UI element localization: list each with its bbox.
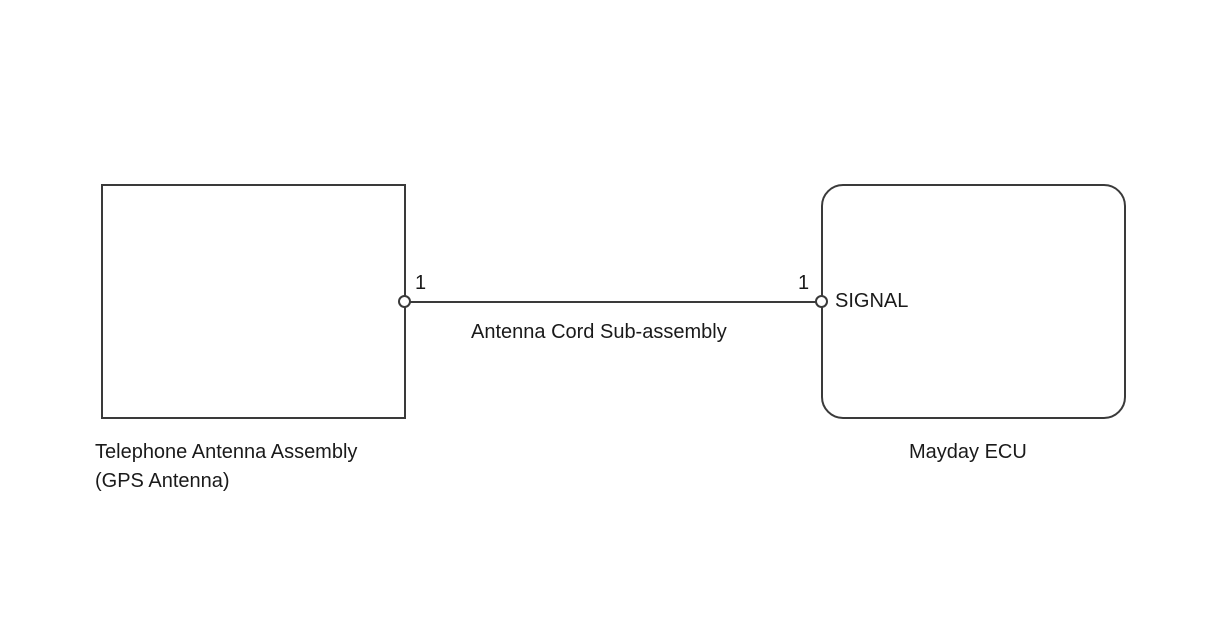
mayday-ecu-box [821, 184, 1126, 419]
right-terminal-icon [815, 295, 828, 308]
telephone-antenna-assembly-box [101, 184, 406, 419]
left-pin-number: 1 [415, 272, 427, 294]
antenna-cord-label: Antenna Cord Sub-assembly [471, 321, 727, 343]
antenna-cord-wire [405, 301, 822, 303]
telephone-antenna-caption: Telephone Antenna Assembly [95, 441, 358, 463]
left-terminal-icon [398, 295, 411, 308]
signal-pin-label: SIGNAL [835, 290, 909, 312]
mayday-ecu-caption: Mayday ECU [909, 441, 1027, 463]
gps-antenna-caption: (GPS Antenna) [95, 470, 230, 492]
right-pin-number: 1 [798, 272, 810, 294]
